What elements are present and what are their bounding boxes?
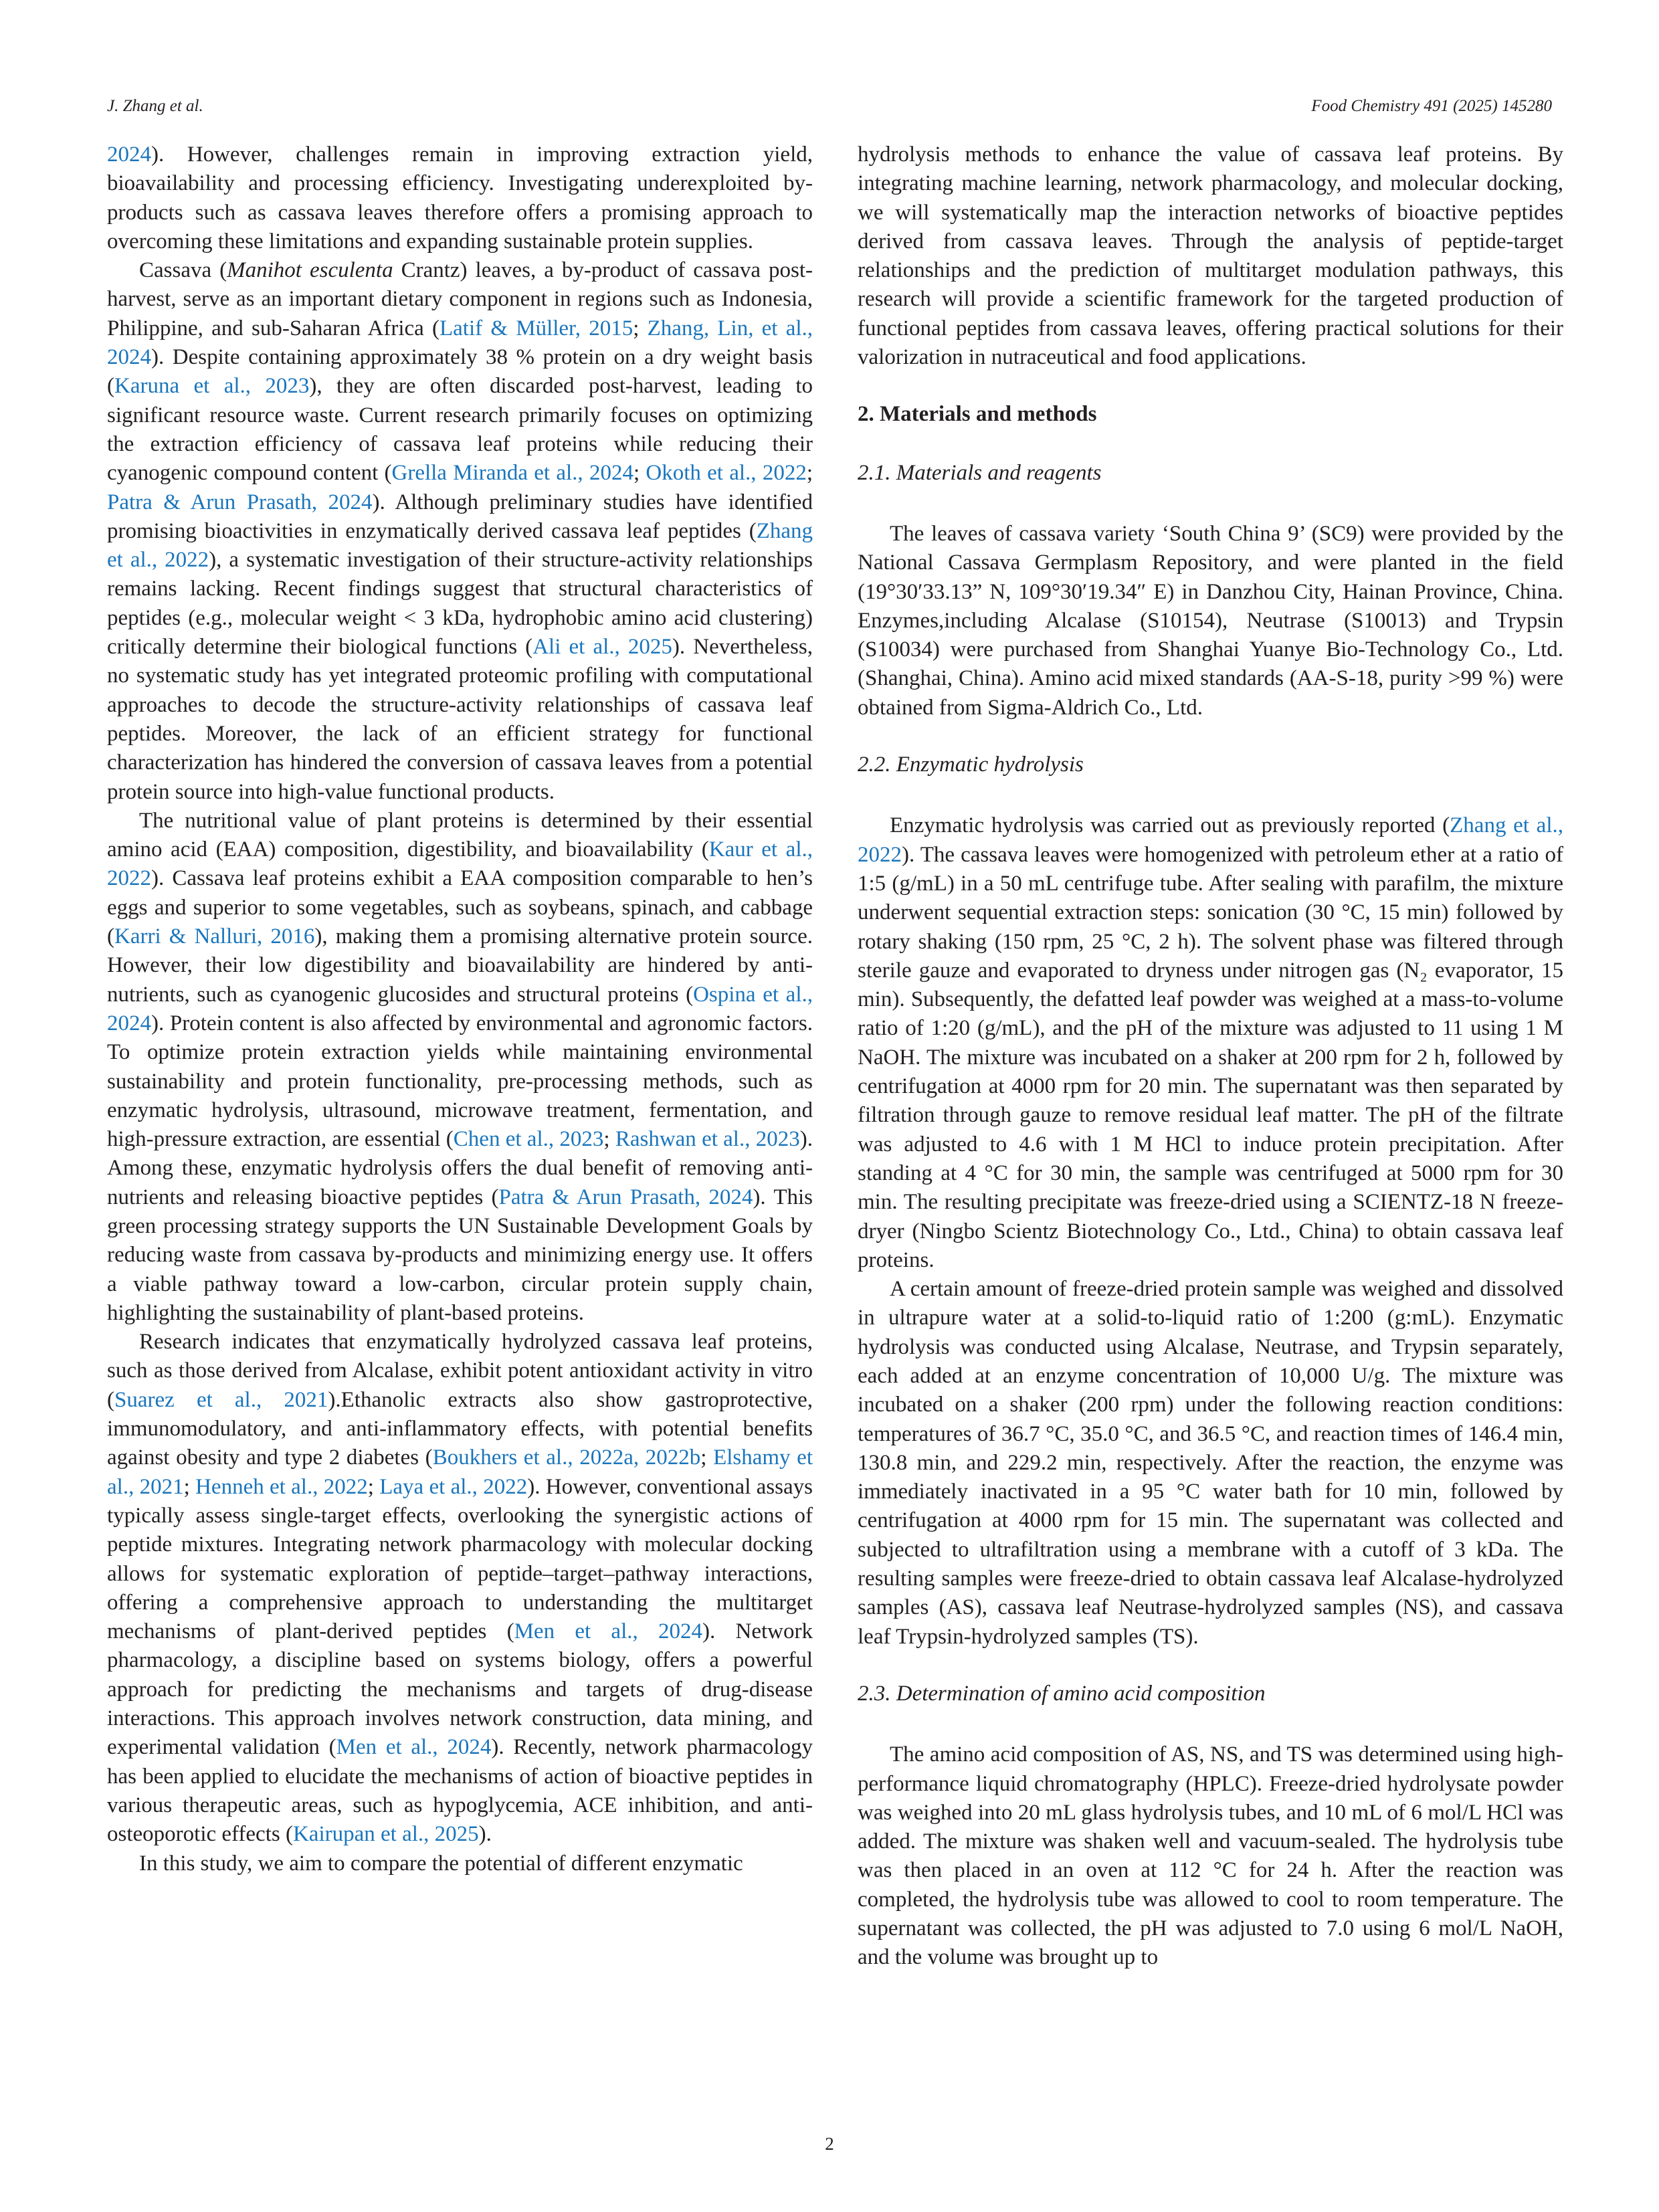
citation-link[interactable]: Laya et al., 2022 — [379, 1474, 528, 1499]
paragraph-enzymatic-hydrolysis-2: A certain amount of freeze-dried protein… — [858, 1277, 1563, 1649]
left-column: 2024). However, challenges remain in imp… — [107, 140, 813, 1878]
citation-link[interactable]: Chen et al., 2023 — [453, 1127, 604, 1152]
citation-link[interactable]: Zhang et al., 2022 — [107, 518, 813, 573]
paragraph-enzymatic-hydrolysis-1: Enzymatic hydrolysis was carried out as … — [858, 813, 1564, 1272]
subsection-heading-enzymatic-hydrolysis: 2.2. Enzymatic hydrolysis — [858, 752, 1084, 777]
citation-link[interactable]: Suarez et al., 2021 — [114, 1387, 328, 1412]
paragraph-study-aim-continued: hydrolysis methods to enhance the value … — [858, 142, 1563, 370]
paragraph-amino-acid: The amino acid composition of AS, NS, an… — [858, 1742, 1563, 1970]
running-head-authors: J. Zhang et al. — [107, 97, 203, 115]
paragraph-cassava-leaves: Cassava (Manihot esculenta Crantz) leave… — [107, 258, 813, 804]
paragraph-materials-reagents: The leaves of cassava variety ‘South Chi… — [858, 521, 1563, 720]
section-heading-materials-methods: 2. Materials and methods — [858, 402, 1097, 427]
citation-link[interactable]: Kairupan et al., 2025 — [292, 1822, 479, 1847]
species-name: Manihot esculenta — [227, 258, 393, 283]
citation-link[interactable]: Latif & Müller, 2015 — [440, 316, 633, 340]
citation-link[interactable]: Ospina et al., 2024 — [107, 982, 813, 1035]
citation-link[interactable]: Patra & Arun Prasath, 2024 — [498, 1185, 753, 1209]
citation-link[interactable]: Zhang, Lin, et al., 2024 — [107, 316, 813, 370]
citation-link[interactable]: Okoth et al., 2022 — [646, 461, 807, 486]
running-head-journal: Food Chemistry 491 (2025) 145280 — [1311, 97, 1552, 115]
paragraph-intro-continued: 2024). However, challenges remain in imp… — [107, 142, 813, 254]
paragraph-study-aim: In this study, we aim to compare the pot… — [139, 1851, 743, 1876]
citation-link[interactable]: Men et al., 2024 — [336, 1735, 492, 1760]
citation-link[interactable]: Rashwan et al., 2023 — [615, 1127, 800, 1152]
subsection-heading-amino-acid: 2.3. Determination of amino acid composi… — [858, 1681, 1266, 1706]
paragraph-research-indicates: Research indicates that enzymatically hy… — [107, 1330, 813, 1847]
citation-link[interactable]: 2024 — [107, 142, 151, 167]
citation-link[interactable]: Ali et al., 2025 — [532, 635, 672, 660]
citation-link[interactable]: Zhang et al., 2022 — [858, 813, 1564, 867]
citation-link[interactable]: Kaur et al., 2022 — [107, 837, 813, 891]
right-column: hydrolysis methods to enhance the value … — [858, 140, 1563, 1973]
citation-link[interactable]: Henneh et al., 2022 — [195, 1474, 368, 1499]
citation-link[interactable]: Boukhers et al., 2022a, 2022b — [432, 1445, 701, 1470]
subsection-heading-materials-reagents: 2.1. Materials and reagents — [858, 460, 1102, 485]
paragraph-nutritional-value: The nutritional value of plant proteins … — [107, 808, 813, 1325]
citation-link[interactable]: Grella Miranda et al., 2024 — [391, 461, 633, 486]
citation-link[interactable]: Karri & Nalluri, 2016 — [114, 924, 315, 949]
citation-link[interactable]: Men et al., 2024 — [514, 1619, 703, 1644]
citation-link[interactable]: Elshamy et al., 2021 — [107, 1445, 813, 1499]
citation-link[interactable]: Patra & Arun Prasath, 2024 — [107, 490, 373, 514]
citation-link[interactable]: Karuna et al., 2023 — [114, 374, 310, 399]
page-number: 2 — [825, 2134, 834, 2154]
